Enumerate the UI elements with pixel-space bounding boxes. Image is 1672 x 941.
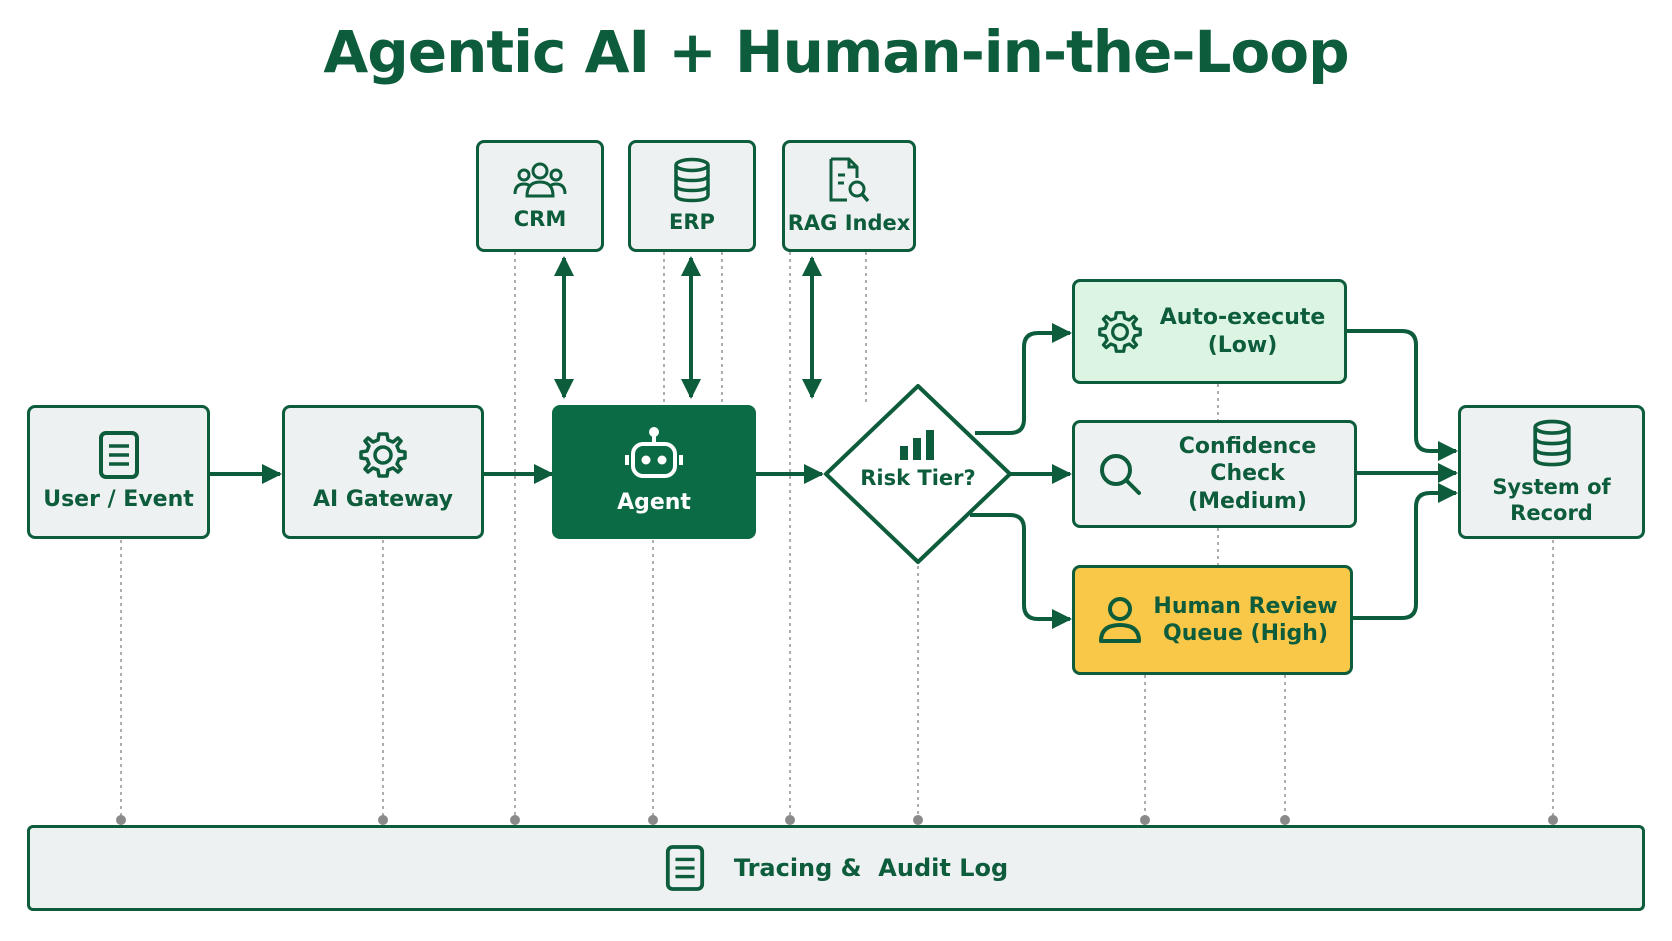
human-review-node[interactable]: Human Review Queue (High) <box>1072 565 1353 675</box>
database-icon <box>1531 418 1573 468</box>
system-of-record-node[interactable]: System of Record <box>1458 405 1645 539</box>
arrow-human-to-system <box>1353 483 1458 620</box>
database-icon <box>672 157 712 203</box>
risk-tier-diamond <box>824 384 1012 564</box>
rag-index-node[interactable]: RAG Index <box>782 140 916 252</box>
agent-node[interactable]: Agent <box>552 405 756 539</box>
erp-node[interactable]: ERP <box>628 140 756 252</box>
erp-label: ERP <box>669 209 715 234</box>
arrow-risk-to-human <box>970 513 1072 629</box>
auto-execute-node[interactable]: Auto-execute (Low) <box>1072 279 1347 384</box>
user-event-node[interactable]: User / Event <box>27 405 210 539</box>
person-icon <box>1097 595 1143 645</box>
crm-label: CRM <box>513 206 567 231</box>
users-icon <box>513 160 567 200</box>
document-icon <box>664 844 706 892</box>
arrow-risk-to-auto <box>975 323 1072 435</box>
page-title: Agentic AI + Human-in-the-Loop <box>323 18 1349 86</box>
rag-index-label: RAG Index <box>787 210 911 235</box>
trace-lines <box>120 252 1554 820</box>
ai-gateway-label: AI Gateway <box>312 487 454 513</box>
search-icon <box>1097 451 1143 497</box>
agent-label: Agent <box>617 490 691 516</box>
user-event-label: User / Event <box>43 487 194 513</box>
gear-icon <box>358 430 408 480</box>
confidence-check-line1: Confidence Check <box>1178 433 1317 487</box>
auto-execute-line1: Auto-execute <box>1159 305 1326 330</box>
crm-node[interactable]: CRM <box>476 140 604 252</box>
human-review-line2: Queue (High) <box>1163 621 1328 646</box>
auto-execute-line2: (Low) <box>1207 332 1278 358</box>
confidence-check-line2: (Medium) <box>1188 488 1307 514</box>
arrow-auto-to-system <box>1347 329 1458 461</box>
robot-icon <box>622 427 686 483</box>
risk-tier-label: Risk Tier? <box>860 466 976 490</box>
document-icon <box>97 430 141 480</box>
system-of-record-label: System of Record <box>1492 474 1611 525</box>
gear-icon <box>1097 309 1143 355</box>
audit-log-label: Tracing & Audit Log <box>733 854 1009 882</box>
trace-dots <box>116 815 1558 825</box>
audit-log-bar[interactable]: Tracing & Audit Log <box>27 825 1645 911</box>
ai-gateway-node[interactable]: AI Gateway <box>282 405 484 539</box>
confidence-check-node[interactable]: Confidence Check (Medium) <box>1072 420 1357 528</box>
human-review-line1: Human Review <box>1153 593 1338 619</box>
document-search-icon <box>827 156 871 204</box>
bar-chart-icon <box>898 428 936 460</box>
